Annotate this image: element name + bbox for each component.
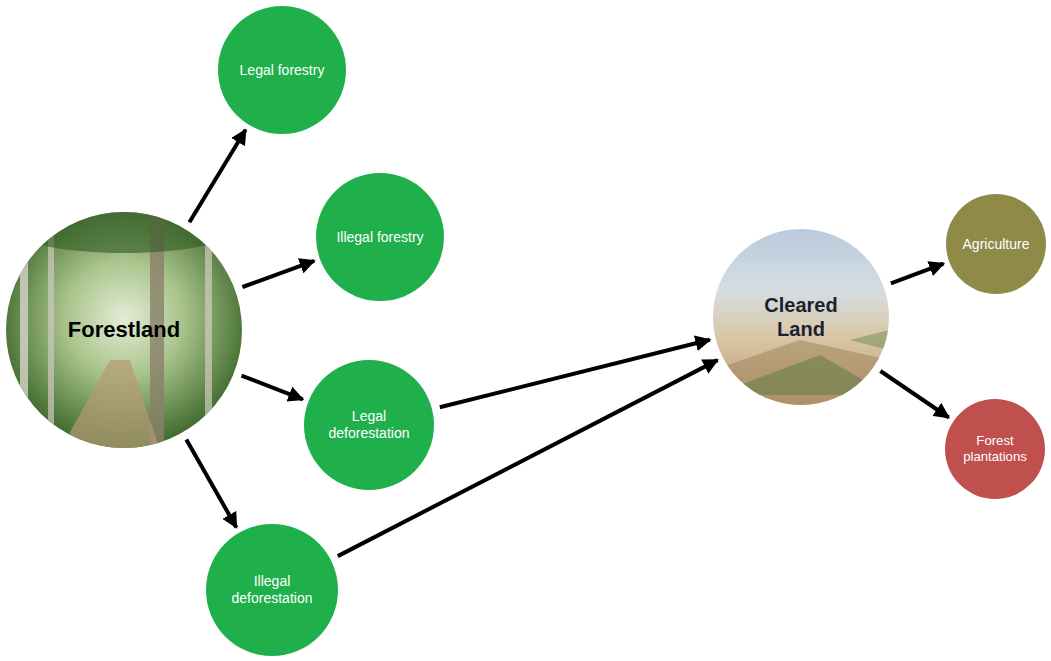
outcome-circle: Forest plantations (945, 399, 1045, 499)
node-label: Illegal deforestation (222, 573, 322, 607)
node-label: Illegal forestry (336, 229, 423, 246)
flow-arrow (242, 261, 314, 287)
flow-arrow (242, 376, 303, 400)
node-label: Legal forestry (240, 62, 325, 79)
flow-arrow (880, 371, 948, 418)
flow-arrow (891, 264, 944, 284)
photo-circle: Forestland (6, 212, 242, 448)
forest-photo (4, 197, 244, 450)
process-circle: Illegal forestry (316, 173, 444, 301)
node-label: Legal deforestation (319, 408, 419, 442)
node-label: Agriculture (963, 236, 1030, 253)
cleared-land-photo (713, 229, 889, 405)
process-circle: Legal deforestation (304, 360, 434, 490)
flow-arrow (189, 130, 245, 223)
node-label: Forest plantations (954, 433, 1036, 465)
process-circle: Legal forestry (218, 6, 346, 134)
outcome-circle: Agriculture (946, 194, 1046, 294)
flow-arrow (440, 340, 710, 408)
node-label: Cleared Land (751, 293, 851, 341)
flow-arrow (186, 440, 236, 528)
node-label: Forestland (68, 317, 180, 343)
photo-circle: Cleared Land (713, 229, 889, 405)
process-circle: Illegal deforestation (206, 524, 338, 656)
